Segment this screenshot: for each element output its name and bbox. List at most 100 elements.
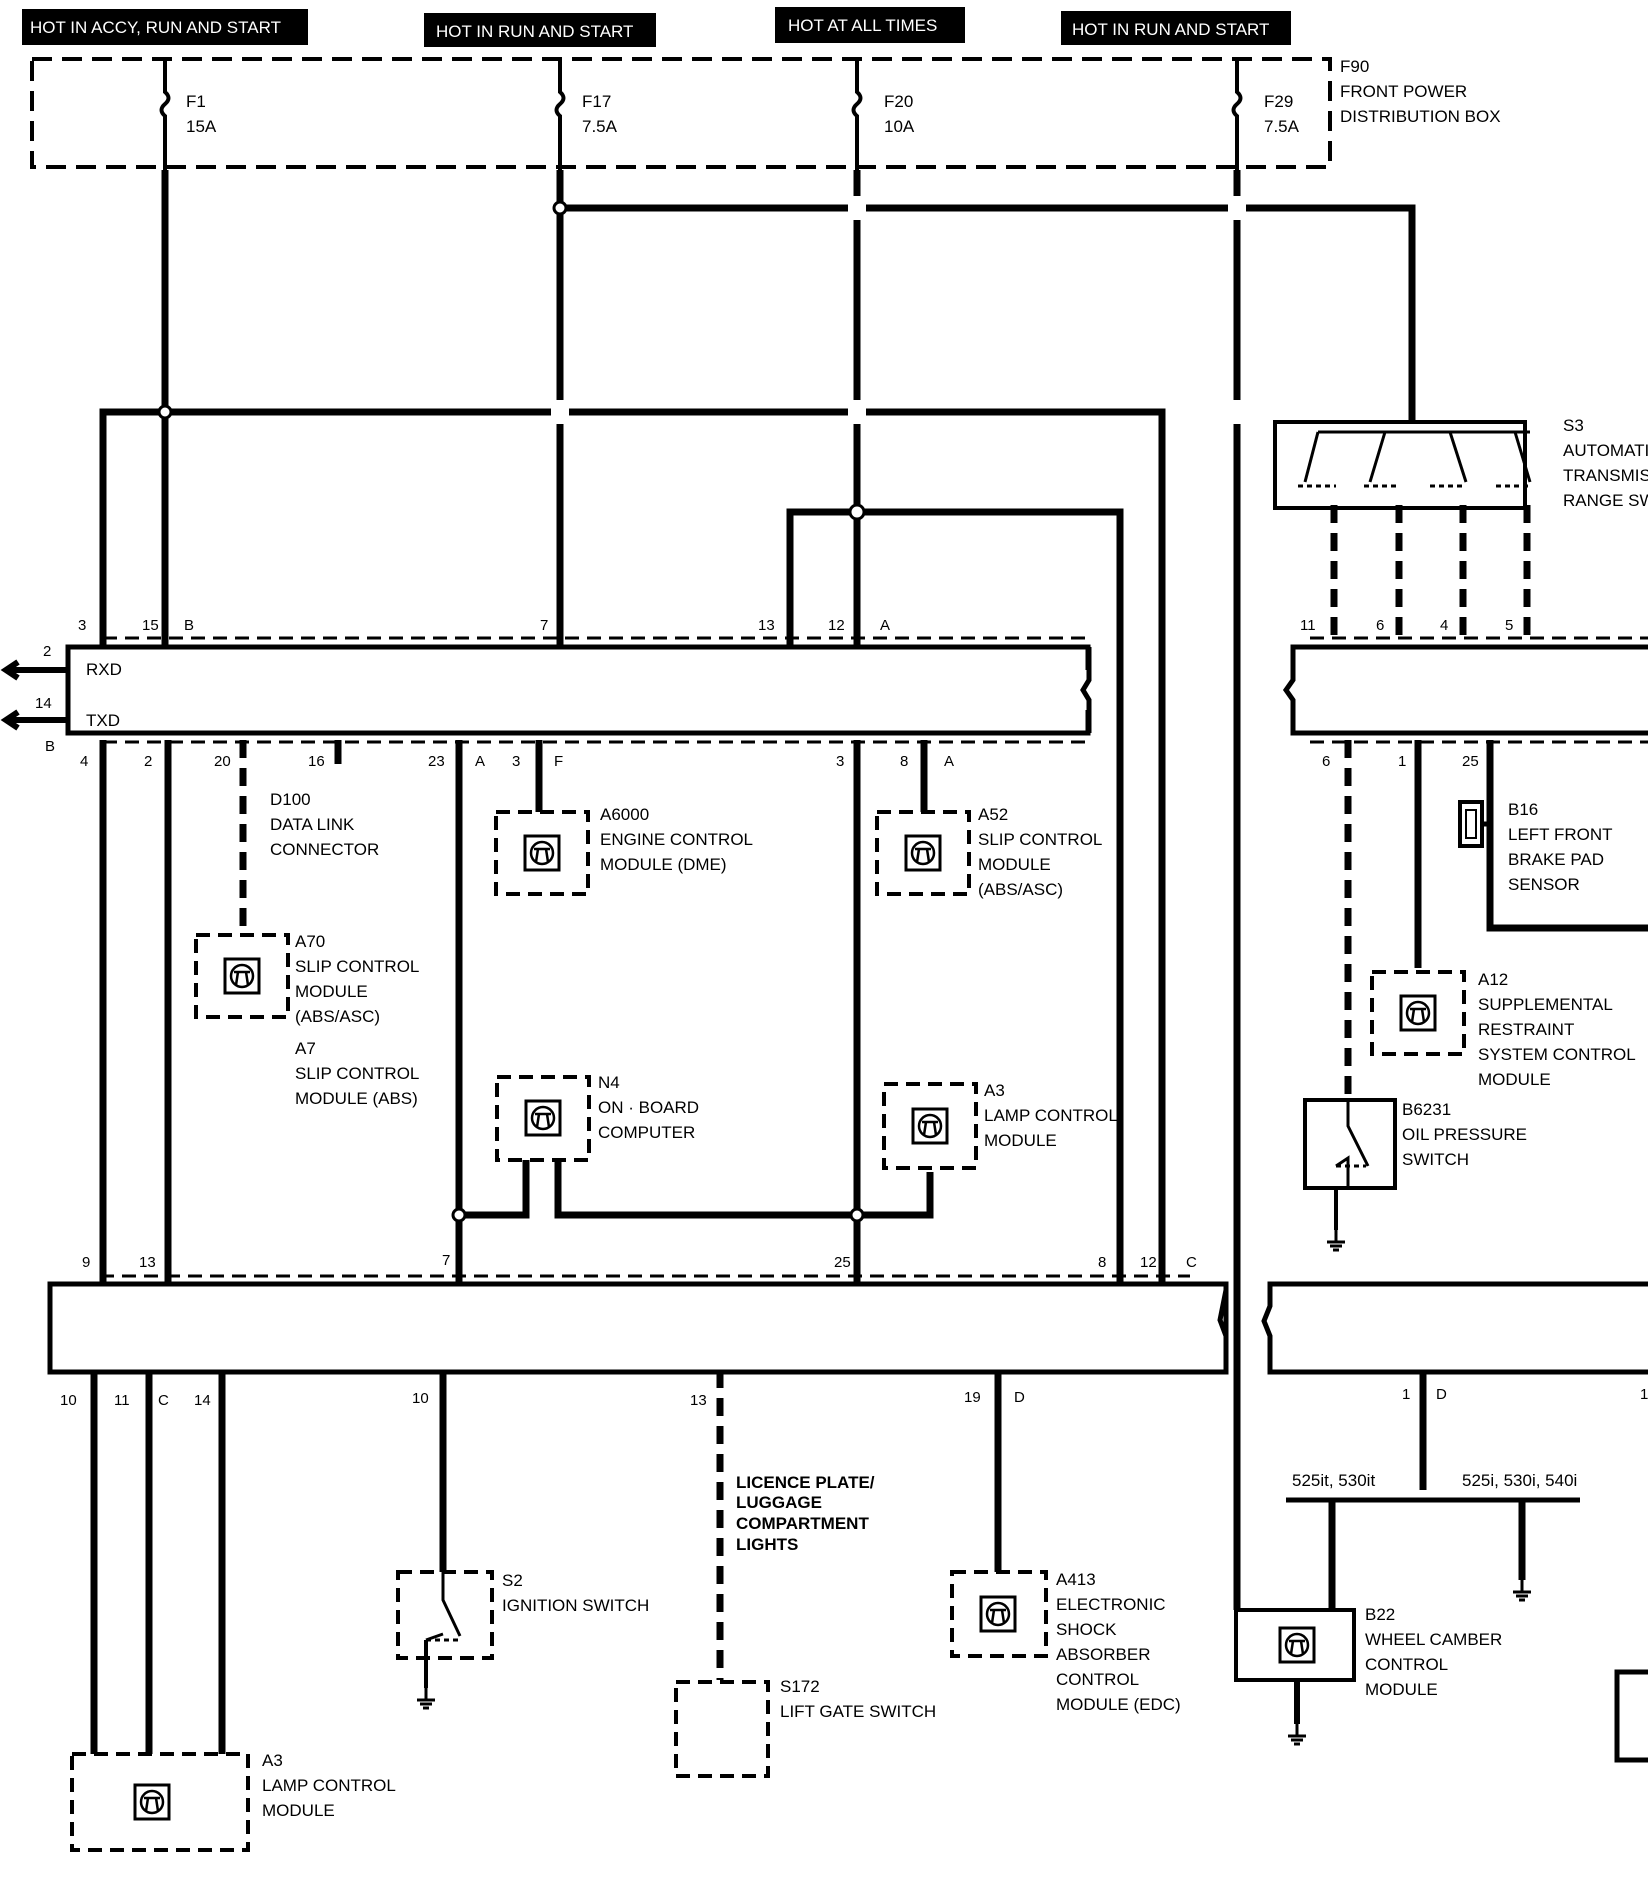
variant-label-touring: 525it, 530it xyxy=(1292,1471,1375,1490)
b6231-oil-pressure-switch: B6231 OIL PRESSURE SWITCH xyxy=(1303,1098,1527,1252)
d100-data-link-connector: D100 DATA LINK CONNECTOR xyxy=(270,790,379,859)
svg-text:20: 20 xyxy=(214,753,231,770)
rxd-label: RXD xyxy=(86,660,122,679)
svg-text:A: A xyxy=(944,753,954,770)
b16-brake-pad-sensor: B16 LEFT FRONT BRAKE PAD SENSOR xyxy=(1458,800,1613,894)
svg-text:3: 3 xyxy=(78,617,86,634)
svg-text:SLIP CONTROL: SLIP CONTROL xyxy=(295,1064,419,1083)
header-hot-all-times: HOT AT ALL TIMES xyxy=(775,7,965,43)
fuse-box-f90-label: F90 FRONT POWER DISTRIBUTION BOX xyxy=(1340,57,1501,126)
svg-text:LAMP CONTROL: LAMP CONTROL xyxy=(984,1106,1118,1125)
svg-text:ENGINE CONTROL: ENGINE CONTROL xyxy=(600,830,753,849)
svg-text:MODULE: MODULE xyxy=(978,855,1051,874)
a7-slip-control-module: A7 SLIP CONTROL MODULE (ABS) xyxy=(295,1039,419,1108)
svg-text:13: 13 xyxy=(758,617,775,634)
s3-range-switch: S3 AUTOMATI TRANSMIS RANGE SW xyxy=(1273,416,1648,510)
svg-text:MODULE (DME): MODULE (DME) xyxy=(600,855,727,874)
svg-text:B: B xyxy=(45,738,55,755)
svg-text:SUPPLEMENTAL: SUPPLEMENTAL xyxy=(1478,995,1613,1014)
svg-text:COMPARTMENT: COMPARTMENT xyxy=(736,1514,869,1533)
svg-text:A3: A3 xyxy=(984,1081,1005,1100)
header-hot-run-start-1: HOT IN RUN AND START xyxy=(424,13,656,47)
svg-text:11: 11 xyxy=(1300,617,1316,634)
right-bottom-partial-module xyxy=(1614,1669,1648,1763)
svg-text:7: 7 xyxy=(442,1252,450,1269)
fuse-f20: F20 10A xyxy=(851,59,915,170)
svg-text:A: A xyxy=(475,753,485,770)
svg-text:SLIP CONTROL: SLIP CONTROL xyxy=(295,957,419,976)
svg-text:A6000: A6000 xyxy=(600,805,649,824)
svg-text:CONNECTOR: CONNECTOR xyxy=(270,840,379,859)
svg-text:RANGE SW: RANGE SW xyxy=(1563,491,1648,510)
svg-text:A70: A70 xyxy=(295,932,325,951)
ground-symbol-variant xyxy=(1511,1578,1533,1602)
a52-slip-control-module: A52 SLIP CONTROL MODULE (ABS/ASC) xyxy=(875,805,1102,899)
svg-text:FRONT POWER: FRONT POWER xyxy=(1340,82,1467,101)
licence-plate-luggage-lights: LICENCE PLATE/ LUGGAGE COMPARTMENT LIGHT… xyxy=(736,1473,875,1554)
svg-text:F20: F20 xyxy=(884,92,913,111)
svg-text:IGNITION SWITCH: IGNITION SWITCH xyxy=(502,1596,649,1615)
svg-text:F29: F29 xyxy=(1264,92,1293,111)
a6000-engine-control-module: A6000 ENGINE CONTROL MODULE (DME) xyxy=(494,805,753,896)
svg-text:ABSORBER: ABSORBER xyxy=(1056,1645,1150,1664)
svg-text:25: 25 xyxy=(1462,753,1479,770)
svg-text:F1: F1 xyxy=(186,92,206,111)
svg-text:4: 4 xyxy=(80,753,88,770)
svg-text:SWITCH: SWITCH xyxy=(1402,1150,1469,1169)
svg-text:15A: 15A xyxy=(186,117,217,136)
fuse-f29: F29 7.5A xyxy=(1231,59,1300,170)
fuse-f1: F1 15A xyxy=(159,59,217,170)
svg-text:F90: F90 xyxy=(1340,57,1369,76)
svg-text:(ABS/ASC): (ABS/ASC) xyxy=(978,880,1063,899)
svg-text:LIFT GATE SWITCH: LIFT GATE SWITCH xyxy=(780,1702,936,1721)
svg-text:F17: F17 xyxy=(582,92,611,111)
svg-text:LICENCE PLATE/: LICENCE PLATE/ xyxy=(736,1473,875,1492)
svg-text:DATA LINK: DATA LINK xyxy=(270,815,355,834)
rxd-txd-arrows xyxy=(0,659,68,731)
svg-text:S3: S3 xyxy=(1563,416,1584,435)
svg-text:MODULE: MODULE xyxy=(1365,1680,1438,1699)
svg-text:D100: D100 xyxy=(270,790,311,809)
txd-label: TXD xyxy=(86,711,120,730)
svg-text:RESTRAINT: RESTRAINT xyxy=(1478,1020,1574,1039)
s2-ignition-switch: S2 IGNITION SWITCH xyxy=(396,1570,649,1710)
svg-text:13: 13 xyxy=(690,1392,707,1409)
header-hot-accy-run-start: HOT IN ACCY, RUN AND START xyxy=(22,9,308,45)
svg-text:N4: N4 xyxy=(598,1073,620,1092)
svg-text:14: 14 xyxy=(35,695,52,712)
svg-text:B: B xyxy=(184,617,194,634)
svg-text:LUGGAGE: LUGGAGE xyxy=(736,1493,822,1512)
fuse-box-f90 xyxy=(30,57,1332,169)
svg-text:10: 10 xyxy=(60,1392,77,1409)
svg-text:13: 13 xyxy=(139,1254,156,1271)
svg-text:MODULE: MODULE xyxy=(262,1801,335,1820)
svg-text:AUTOMATI: AUTOMATI xyxy=(1563,441,1648,460)
svg-text:TRANSMIS: TRANSMIS xyxy=(1563,466,1648,485)
svg-text:B6231: B6231 xyxy=(1402,1100,1451,1119)
wire-crossing-gaps xyxy=(551,196,1246,424)
svg-text:7: 7 xyxy=(540,617,548,634)
svg-text:LAMP CONTROL: LAMP CONTROL xyxy=(262,1776,396,1795)
dashed-wires xyxy=(239,505,1531,1680)
svg-text:1: 1 xyxy=(1640,1386,1648,1403)
svg-text:MODULE (ABS): MODULE (ABS) xyxy=(295,1089,418,1108)
svg-text:2: 2 xyxy=(144,753,152,770)
svg-text:25: 25 xyxy=(834,1254,851,1271)
svg-text:12: 12 xyxy=(828,617,845,634)
pin-labels: 3 15 B 7 13 12 A 11 6 4 5 2 14 B 4 2 20 … xyxy=(35,617,1648,1409)
svg-text:10: 10 xyxy=(412,1390,429,1407)
svg-text:F: F xyxy=(554,753,563,770)
svg-text:SHOCK: SHOCK xyxy=(1056,1620,1117,1639)
svg-text:OIL PRESSURE: OIL PRESSURE xyxy=(1402,1125,1527,1144)
a413-electronic-shock-absorber-module: A413 ELECTRONIC SHOCK ABSORBER CONTROL M… xyxy=(950,1570,1181,1714)
splice-dots xyxy=(157,200,866,1223)
svg-text:16: 16 xyxy=(308,753,325,770)
svg-text:MODULE: MODULE xyxy=(295,982,368,1001)
svg-text:11: 11 xyxy=(114,1392,130,1409)
b22-wheel-camber-module: B22 WHEEL CAMBER CONTROL MODULE xyxy=(1234,1605,1502,1746)
svg-text:1: 1 xyxy=(1402,1386,1410,1403)
svg-text:WHEEL CAMBER: WHEEL CAMBER xyxy=(1365,1630,1502,1649)
svg-text:COMPUTER: COMPUTER xyxy=(598,1123,695,1142)
svg-text:4: 4 xyxy=(1440,617,1448,634)
lower-bus-right xyxy=(1261,1281,1648,1375)
